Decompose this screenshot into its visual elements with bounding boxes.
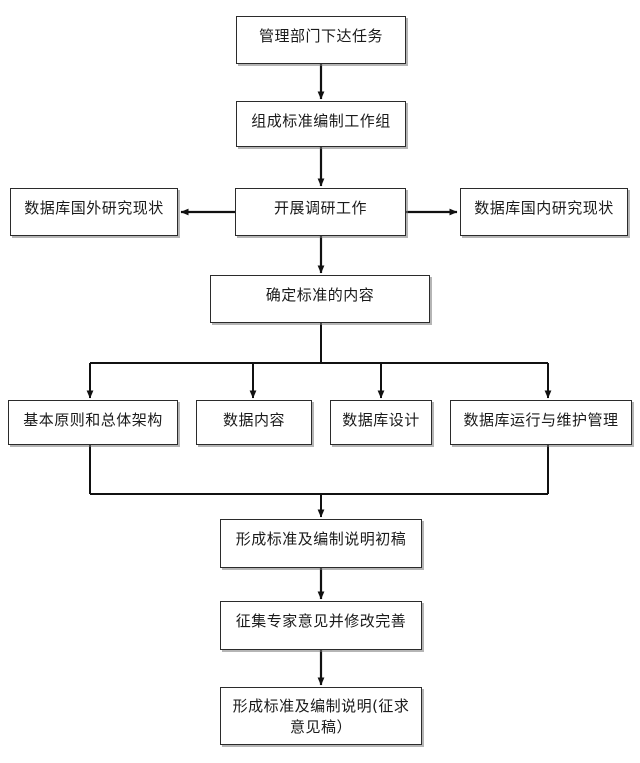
node-principles-architecture[interactable]: 基本原则和总体架构 (8, 400, 178, 445)
connector-merge-to-draft (89, 445, 549, 518)
node-foreign-research-label: 数据库国外研究现状 (24, 199, 164, 217)
node-survey-label: 开展调研工作 (273, 199, 367, 217)
node-task-label: 管理部门下达任务 (258, 27, 383, 45)
node-draft[interactable]: 形成标准及编制说明初稿 (220, 519, 422, 568)
node-data-content-label: 数据内容 (222, 411, 285, 429)
node-principles-architecture-label: 基本原则和总体架构 (23, 411, 163, 429)
node-draft-label: 形成标准及编制说明初稿 (235, 530, 407, 548)
node-data-content[interactable]: 数据内容 (196, 400, 312, 445)
node-workgroup-label: 组成标准编制工作组 (251, 112, 391, 130)
connector-content-fanout (86, 323, 552, 399)
node-survey[interactable]: 开展调研工作 (235, 188, 406, 236)
node-domestic-research-label: 数据库国内研究现状 (474, 199, 614, 217)
node-expert-review-label: 征集专家意见并修改完善 (235, 612, 407, 630)
node-final-draft[interactable]: 形成标准及编制说明(征求 意见稿） (220, 687, 422, 745)
node-final-draft-label: 形成标准及编制说明(征求 意见稿） (232, 697, 410, 736)
node-database-design-label: 数据库设计 (342, 411, 420, 429)
node-task[interactable]: 管理部门下达任务 (236, 16, 406, 64)
node-workgroup[interactable]: 组成标准编制工作组 (236, 101, 406, 147)
node-database-operations[interactable]: 数据库运行与维护管理 (450, 400, 632, 445)
node-expert-review[interactable]: 征集专家意见并修改完善 (220, 601, 422, 650)
node-domestic-research[interactable]: 数据库国内研究现状 (460, 188, 628, 236)
node-database-design[interactable]: 数据库设计 (330, 400, 432, 445)
node-foreign-research[interactable]: 数据库国外研究现状 (10, 188, 178, 236)
node-standard-content[interactable]: 确定标准的内容 (210, 275, 430, 323)
node-standard-content-label: 确定标准的内容 (265, 286, 375, 304)
node-database-operations-label: 数据库运行与维护管理 (463, 411, 619, 429)
